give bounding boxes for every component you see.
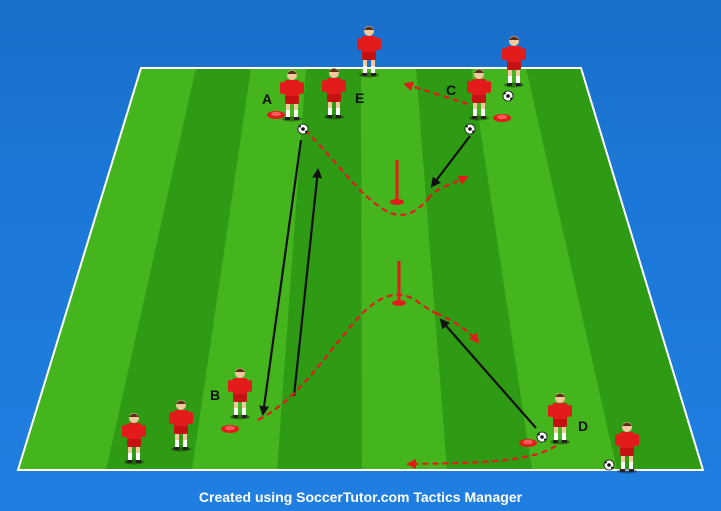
label-d: D	[578, 418, 588, 434]
pitch	[16, 67, 705, 471]
pitch-diagram: A E C B D	[16, 26, 705, 474]
ball-c	[464, 123, 476, 135]
run-d	[406, 445, 557, 469]
ball-a	[297, 123, 309, 135]
cone-b	[221, 425, 239, 433]
run-b-bottom	[257, 293, 439, 421]
cone-c	[493, 114, 511, 122]
ball-d	[536, 431, 548, 443]
pass-b-to-a	[292, 168, 323, 397]
ball-spare-bottom-right	[603, 459, 615, 471]
footer-credit: Created using SoccerTutor.com Tactics Ma…	[198, 489, 523, 505]
run-a-top	[304, 129, 429, 217]
label-e: E	[355, 90, 364, 106]
label-c: C	[446, 82, 456, 98]
ball-c-spare	[502, 90, 514, 102]
label-a: A	[262, 91, 272, 107]
pass-d	[439, 318, 537, 429]
cone-a	[267, 111, 285, 119]
pass-arrows	[259, 135, 537, 429]
label-b: B	[210, 387, 220, 403]
run-bottom-exit	[435, 312, 480, 344]
pass-a-to-b	[259, 139, 303, 416]
run-arrows	[257, 81, 557, 469]
cone-d	[519, 439, 537, 447]
run-c	[403, 81, 469, 106]
pass-c	[430, 135, 471, 188]
run-top-exit	[427, 175, 469, 200]
